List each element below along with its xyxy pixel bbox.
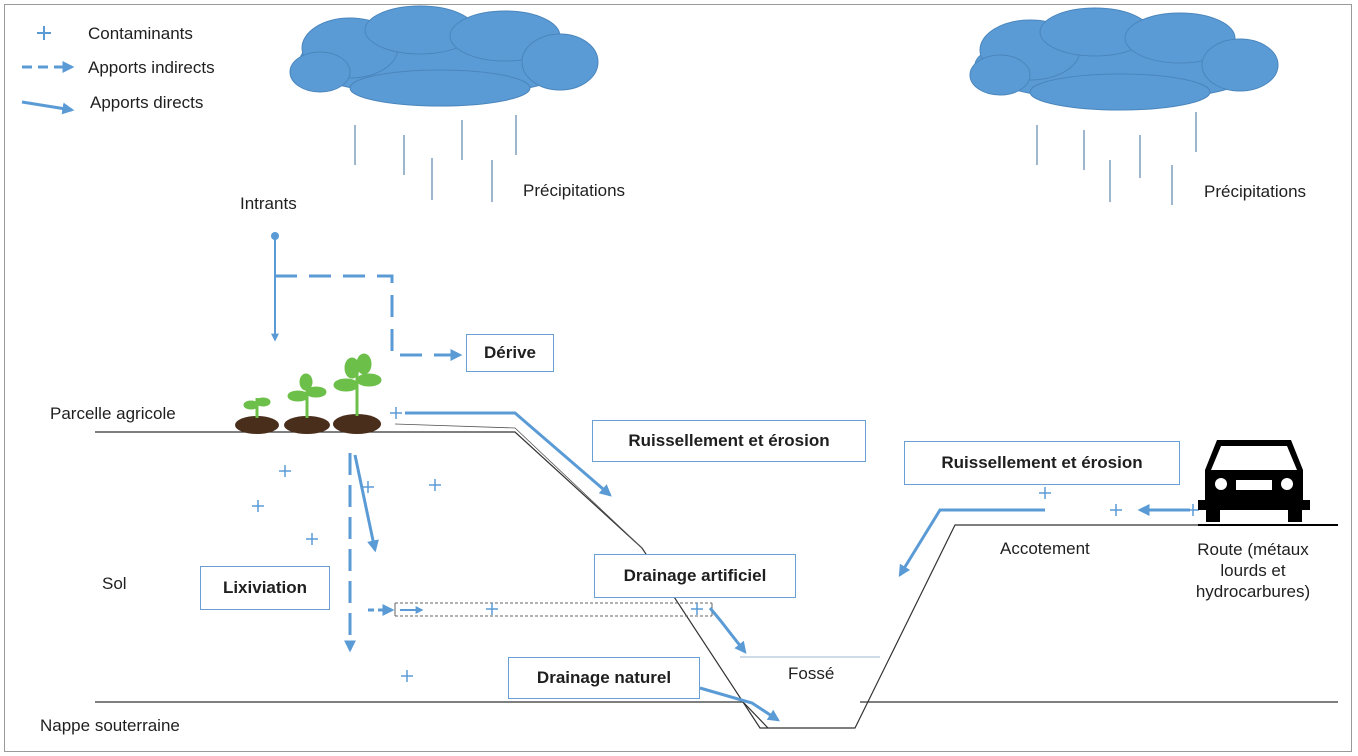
derive-box: Dérive [466,334,554,372]
intrants-source-dot [271,232,279,240]
legend-indirect-label: Apports indirects [88,58,215,77]
sol-label: Sol [102,574,127,593]
drainage-naturel-arrow [699,686,781,722]
route-label-line1: Route (métaux [1197,540,1309,559]
contaminant-icon [390,407,402,419]
contaminant-icon [362,481,374,493]
contaminant-icon [401,670,413,682]
ruissellement-left-arrow [405,411,612,497]
lixiviation-direct-arrow [353,454,379,553]
cloud-right-icon [969,7,1279,111]
rain-left-icon [354,115,517,202]
fosse-label: Fossé [788,664,835,683]
ruissellement-right-box: Ruissellement et érosion [904,441,1180,485]
ruissellement-right-arrow [898,508,1045,578]
route-label: Route (métaux lourds et hydrocarbures) [1180,539,1326,602]
precipitations-left-label: Précipitations [523,181,626,200]
parcelle-agricole-label: Parcelle agricole [50,404,176,423]
rain-right-icon [1036,112,1197,205]
contaminant-icon [486,603,498,615]
contaminant-icon [429,479,441,491]
ground-profile [95,423,1338,729]
lixiviation-box: Lixiviation [200,566,330,610]
legend-direct-label: Apports directs [90,93,204,112]
drainage-artificiel-arrow [708,607,747,654]
route-label-line2: lourds et [1220,561,1286,580]
contaminant-icon [252,500,264,512]
diagram-frame [4,4,1352,752]
nappe-souterraine-label: Nappe souterraine [40,716,180,735]
drainage-artificiel-box: Drainage artificiel [594,554,796,598]
contaminant-icon [691,603,703,615]
drainage-pipe [394,602,713,617]
ruissellement-left-box: Ruissellement et érosion [592,420,866,462]
legend-direct-arrow-icon [21,100,75,115]
contaminant-icon [306,533,318,545]
drainage-naturel-box: Drainage naturel [508,657,700,699]
legend-contaminant-icon [37,26,51,40]
route-label-line3: hydrocarbures) [1195,582,1311,601]
intrants-label: Intrants [240,194,297,213]
contaminant-icon [279,465,291,477]
contaminant-markers [252,407,1199,682]
precipitations-right-label: Précipitations [1204,182,1307,201]
contaminant-icon [1110,504,1122,516]
car-icon [1198,440,1310,522]
contaminant-icon [1039,487,1051,499]
plants-icon [235,353,382,434]
contaminant-icon [1187,504,1199,516]
accotement-label: Accotement [1000,539,1090,558]
legend-contaminants-label: Contaminants [88,24,193,43]
cloud-left-icon [289,5,599,107]
derive-indirect-arrow [275,274,463,361]
